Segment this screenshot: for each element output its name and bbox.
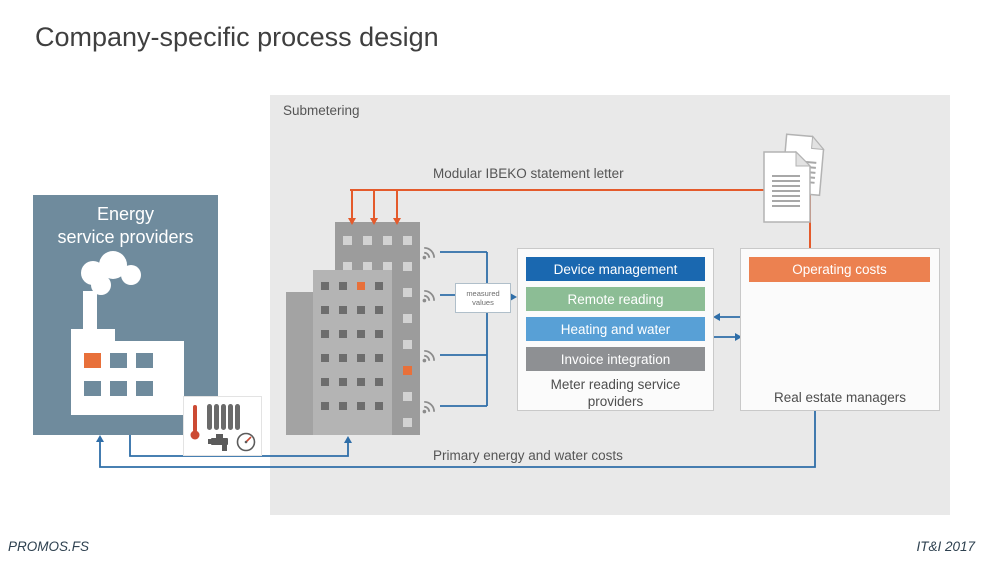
measured-values-line2: values [472,298,494,307]
meter-reading-box: Device management Remote reading Heating… [517,248,714,411]
wifi-signal-icon [422,247,435,260]
wifi-signal-icon [422,350,435,363]
page-title: Company-specific process design [35,22,439,52]
footer-edition: IT&I 2017 [916,539,975,554]
bar-heating-and-water: Heating and water [526,317,705,341]
real-estate-box: Operating costs Real estate managers [740,248,940,411]
arrowhead-up-icon [96,435,104,442]
statement-letter-label: Modular IBEKO statement letter [433,166,624,181]
energy-box-label-line2: service providers [57,227,194,247]
bar-remote-reading: Remote reading [526,287,705,311]
measured-values-line1: measured [466,289,500,298]
wifi-signal-icon [422,290,435,303]
bar-invoice-integration: Invoice integration [526,347,705,371]
building-window-orange-2 [403,366,412,375]
bar-device-management: Device management [526,257,705,281]
primary-costs-label: Primary energy and water costs [433,448,623,463]
heat-meter-graphics [190,404,256,452]
footer-brand: PROMOS.FS [8,539,90,554]
heat-meter-icon [184,397,261,455]
meter-reading-label: Meter reading service providers [518,376,713,410]
real-estate-label: Real estate managers [773,390,907,405]
faucet-icon [208,434,228,451]
factory-icon [71,251,184,415]
energy-box-label-line1: Energy [96,204,155,224]
meter-reading-label-line2: providers [587,394,644,409]
measured-values-box: measured values [455,283,511,313]
building-front [313,270,392,435]
gauge-icon [236,432,256,452]
factory-window-orange [84,353,101,368]
wifi-signal-icon [422,401,435,414]
front-page [763,150,812,223]
factory-windows [84,353,153,396]
building-window-orange-1 [357,282,365,290]
meter-reading-label-line1: Meter reading service [550,377,681,392]
operating-costs-bar: Operating costs [749,257,930,282]
thermometer-icon [190,405,200,440]
factory-body [71,251,184,415]
energy-service-providers-box: Energy service providers [33,195,218,435]
submetering-label: Submetering [283,103,360,118]
radiator-icon [207,404,240,430]
building-front-windows [321,282,385,425]
statement-documents-icon [763,133,825,223]
building-small [286,292,313,435]
